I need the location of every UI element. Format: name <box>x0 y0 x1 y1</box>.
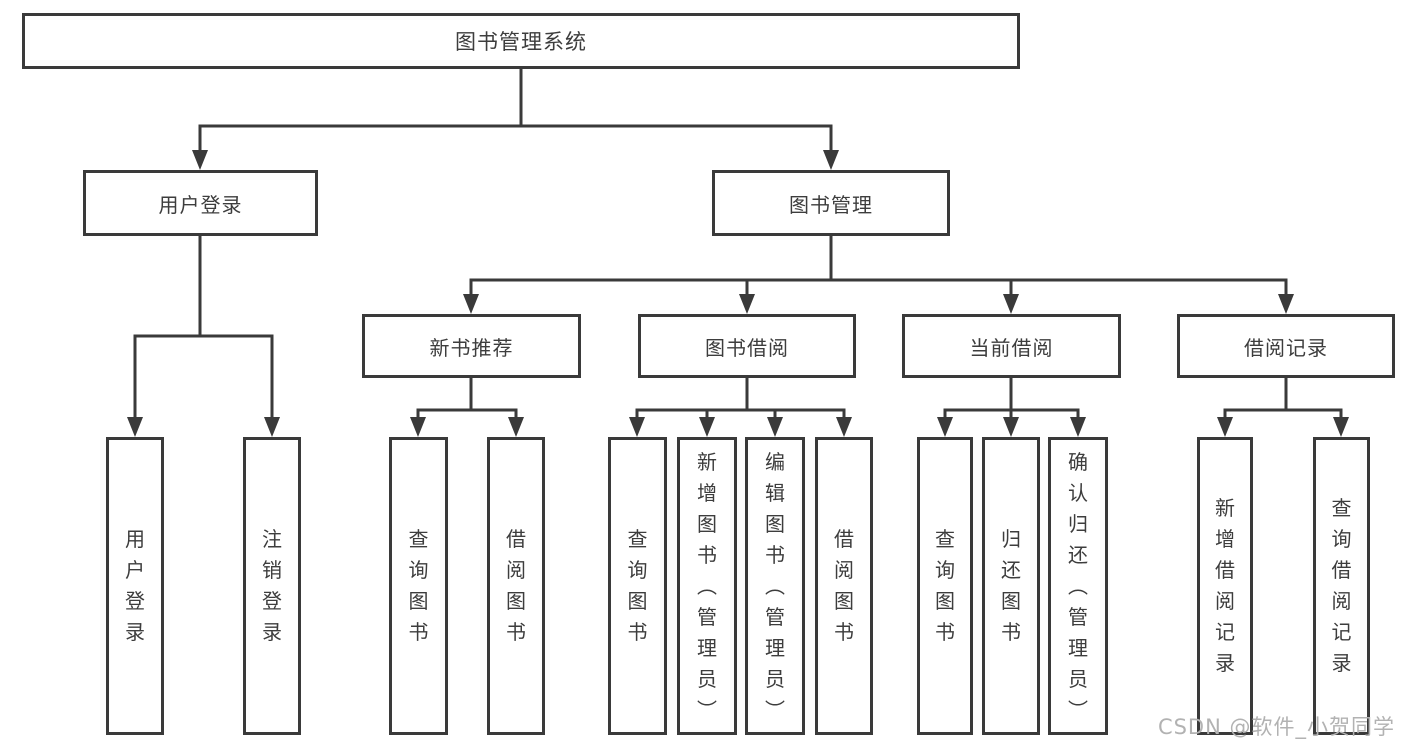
node-user-login: 用户登录 <box>83 170 318 236</box>
node-book-management: 图书管理 <box>712 170 950 236</box>
node-leaf-borrow-books-1: 借阅图书 <box>487 437 545 735</box>
node-leaf-query-books-2: 查询图书 <box>608 437 667 735</box>
node-leaf-query-books-1: 查询图书 <box>389 437 448 735</box>
node-leaf-edit-books-admin: 编辑图书︵管理员︶ <box>745 437 805 735</box>
watermark: CSDN @软件_小贺同学 <box>1157 715 1395 739</box>
node-leaf-borrow-books-2: 借阅图书 <box>815 437 873 735</box>
node-leaf-confirm-return-admin: 确认归还︵管理员︶ <box>1048 437 1108 735</box>
node-leaf-query-borrow-record: 查询借阅记录 <box>1313 437 1370 735</box>
node-new-book-recommendation: 新书推荐 <box>362 314 581 378</box>
node-leaf-add-borrow-record: 新增借阅记录 <box>1197 437 1253 735</box>
node-borrowing-records: 借阅记录 <box>1177 314 1395 378</box>
node-leaf-add-books-admin: 新增图书︵管理员︶ <box>677 437 737 735</box>
node-book-borrowing: 图书借阅 <box>638 314 856 378</box>
node-leaf-return-books: 归还图书 <box>982 437 1040 735</box>
node-library-management-system: 图书管理系统 <box>22 13 1020 69</box>
node-leaf-user-login: 用户登录 <box>106 437 164 735</box>
node-current-borrowing: 当前借阅 <box>902 314 1121 378</box>
node-leaf-logout: 注销登录 <box>243 437 301 735</box>
node-leaf-query-books-3: 查询图书 <box>917 437 973 735</box>
